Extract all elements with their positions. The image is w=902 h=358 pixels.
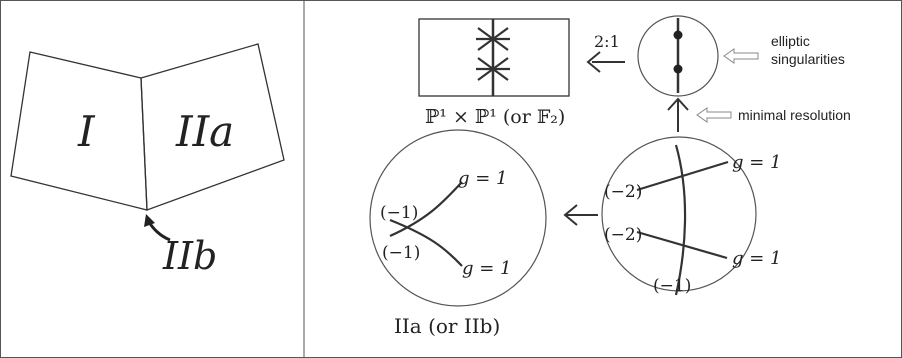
box-label: ℙ¹ × ℙ¹ (or 𝔽₂): [425, 106, 565, 128]
lower-minus-two-label: (−2): [604, 225, 642, 245]
resolved-surface-circle: [601, 136, 757, 292]
elliptic-label-line1: elliptic: [771, 33, 810, 49]
region-iia-polygon: [140, 43, 285, 211]
box-lower-star: [476, 57, 510, 81]
cover-arrow-label: 2:1: [594, 32, 620, 51]
resolution-arrowhead: [667, 97, 689, 111]
lower-genus-label: g = 1: [732, 248, 782, 269]
region-i-label: I: [77, 107, 96, 156]
left-panel: I IIa IIb: [10, 43, 285, 278]
lower-minus-two-curve: [636, 230, 728, 260]
iib-pointer-arrowhead: [144, 214, 155, 227]
upper-minus-two-curve: [636, 160, 729, 192]
resolution-label: minimal resolution: [738, 107, 851, 123]
iia-upper-minus-one-label: (−1): [380, 203, 418, 223]
right-panel: ℙ¹ × ℙ¹ (or 𝔽₂) 2:1 elliptic singulariti…: [369, 15, 851, 338]
elliptic-singularity-dot: [673, 64, 683, 74]
iia-lower-curve: [389, 218, 463, 267]
iia-lower-genus-label: g = 1: [462, 258, 512, 279]
iia-surface-circle: [369, 129, 547, 307]
region-iia-label: IIa: [175, 107, 234, 156]
point-iib-label: IIb: [162, 234, 217, 278]
elliptic-hollow-arrow: [723, 48, 759, 64]
iia-upper-genus-label: g = 1: [458, 168, 508, 189]
minus-one-curve: [674, 144, 687, 296]
minus-one-label: (−1): [653, 276, 691, 296]
iia-caption: IIa (or IIb): [394, 314, 500, 338]
elliptic-label-line2: singularities: [771, 51, 845, 67]
upper-minus-two-label: (−2): [604, 182, 642, 202]
iia-lower-minus-one-label: (−1): [382, 243, 420, 263]
contraction-arrowhead: [563, 204, 578, 226]
resolution-hollow-arrow: [696, 107, 732, 123]
iia-upper-curve: [389, 181, 463, 238]
cover-arrowhead: [586, 51, 601, 73]
singular-surface-circle: [637, 15, 719, 97]
elliptic-singularity-dot: [673, 30, 683, 40]
box-upper-star: [476, 27, 510, 51]
upper-genus-label: g = 1: [732, 152, 782, 173]
